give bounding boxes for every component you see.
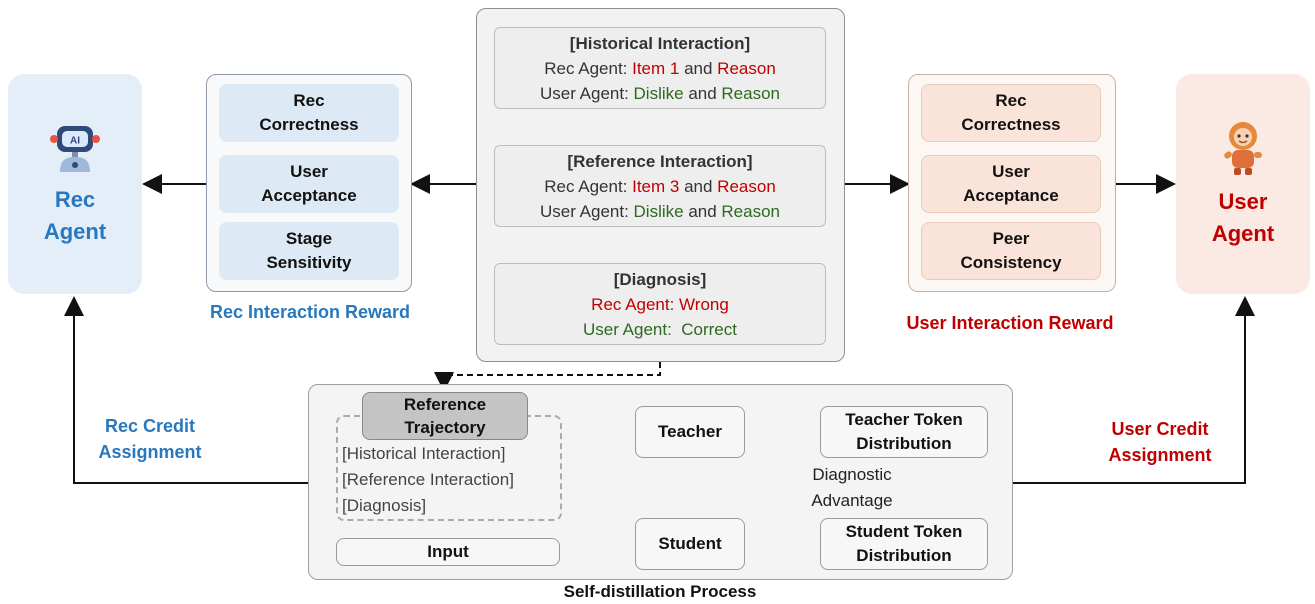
student-node: Student — [635, 518, 745, 570]
self-distillation-label: Self-distillation Process — [563, 582, 757, 601]
rec-reward-item-line: Acceptance — [261, 186, 357, 205]
teacher-dist-line-2: Distribution — [856, 434, 952, 453]
user-reward-item-line: Peer — [992, 229, 1030, 248]
reference-trajectory-header: Reference Trajectory — [362, 392, 528, 440]
robot-ai-icon: AI — [50, 126, 100, 172]
ref-item: [Historical Interaction] — [342, 444, 506, 463]
advantage-line-1: Diagnostic — [812, 465, 892, 484]
diagnosis-rec-line: Rec Agent: Wrong — [591, 295, 729, 314]
reference-user-line: User Agent: Dislike and Reason — [495, 199, 825, 224]
conjunction: and — [683, 84, 722, 103]
line-prefix: User Agent: — [539, 202, 634, 221]
user-reward-item-acceptance: User Acceptance — [921, 155, 1101, 213]
historical-user-line: User Agent: Dislike and Reason — [495, 81, 825, 106]
diagnosis-user-line: User Agent: Correct — [582, 320, 737, 339]
rec-item: Item 3 — [632, 177, 680, 196]
rec-reward-item-line: User — [290, 162, 328, 181]
user-reward-item-correctness: Rec Correctness — [921, 84, 1101, 142]
historical-rec-line: Rec Agent: Item 1 and Reason — [495, 56, 825, 81]
user-reason: Reason — [721, 84, 781, 103]
user-reward-item-line: Consistency — [960, 253, 1062, 272]
rec-reward-item-line: Sensitivity — [266, 253, 352, 272]
user-agent-card: User Agent — [1176, 74, 1310, 294]
student-dist-line-2: Distribution — [856, 546, 952, 565]
student-token-distribution: Student Token Distribution — [820, 518, 988, 570]
arrow-rec-credit — [64, 296, 308, 484]
rec-reason: Reason — [717, 59, 776, 78]
user-credit-line-2: Assignment — [1108, 445, 1212, 465]
user-agent-title-1: User — [1218, 189, 1268, 214]
conjunction: and — [679, 59, 718, 78]
user-feedback: Dislike — [633, 84, 684, 103]
historical-heading: [Historical Interaction] — [569, 34, 751, 53]
ref-item: [Reference Interaction] — [342, 470, 514, 489]
input-node: Input — [336, 538, 560, 566]
rec-credit-label: Rec Credit Assignment — [70, 413, 230, 465]
user-credit-label: User Credit Assignment — [1080, 416, 1240, 468]
rec-reward-item-acceptance: User Acceptance — [219, 155, 399, 213]
ref-item: [Diagnosis] — [342, 496, 427, 515]
line-prefix: Rec Agent: — [544, 59, 633, 78]
diagnosis-heading: [Diagnosis] — [613, 270, 707, 289]
user-reward-label: User Interaction Reward — [906, 313, 1114, 333]
user-reward-item-line: Acceptance — [963, 186, 1059, 205]
user-reward-item-line: Rec — [995, 91, 1027, 110]
astronaut-robot-icon — [1224, 122, 1262, 175]
rec-reason: Reason — [717, 177, 776, 196]
svg-text:AI: AI — [70, 136, 80, 147]
rec-agent-card: AI Rec Agent — [8, 74, 142, 294]
user-feedback: Dislike — [633, 202, 684, 221]
teacher-dist-line-1: Teacher Token — [845, 410, 963, 429]
diagnosis-box: [Diagnosis] Rec Agent: Wrong User Agent:… — [494, 263, 826, 345]
rec-credit-line-1: Rec Credit — [104, 416, 196, 436]
historical-interaction-box: [Historical Interaction] Rec Agent: Item… — [494, 27, 826, 109]
reference-trajectory-items: [Historical Interaction] [Reference Inte… — [342, 441, 564, 519]
user-reason: Reason — [721, 202, 781, 221]
reference-rec-line: Rec Agent: Item 3 and Reason — [495, 174, 825, 199]
rec-agent-title-1: Rec — [54, 187, 96, 212]
user-reward-item-line: User — [992, 162, 1030, 181]
conjunction: and — [683, 202, 722, 221]
rec-reward-item-line: Correctness — [259, 115, 359, 134]
user-agent-title-2: Agent — [1211, 221, 1275, 246]
rec-credit-line-2: Assignment — [98, 442, 202, 462]
rec-agent-title-2: Agent — [43, 219, 107, 244]
user-credit-line-1: User Credit — [1111, 419, 1209, 439]
line-prefix: User Agent: — [539, 84, 634, 103]
user-reward-item-consistency: Peer Consistency — [921, 222, 1101, 280]
ref-head-line-1: Reference — [403, 395, 487, 414]
arrow-user-credit — [1013, 296, 1255, 484]
rec-reward-item-correctness: Rec Correctness — [219, 84, 399, 142]
arrow-dashed-to-reference — [434, 362, 661, 392]
rec-reward-item-sensitivity: Stage Sensitivity — [219, 222, 399, 280]
rec-reward-label: Rec Interaction Reward — [209, 302, 411, 322]
teacher-node: Teacher — [635, 406, 745, 458]
teacher-token-distribution: Teacher Token Distribution — [820, 406, 988, 458]
user-reward-item-line: Correctness — [961, 115, 1061, 134]
rec-item: Item 1 — [632, 59, 680, 78]
advantage-line-2: Advantage — [811, 491, 893, 510]
reference-heading: [Reference Interaction] — [567, 152, 753, 171]
conjunction: and — [679, 177, 718, 196]
line-prefix: Rec Agent: — [544, 177, 633, 196]
diagnostic-advantage-label: Diagnostic Advantage — [800, 462, 904, 514]
student-dist-line-1: Student Token — [845, 522, 963, 541]
rec-reward-item-line: Stage — [285, 229, 333, 248]
reference-interaction-box: [Reference Interaction] Rec Agent: Item … — [494, 145, 826, 227]
ref-head-line-2: Trajectory — [404, 418, 486, 437]
rec-reward-item-line: Rec — [293, 91, 325, 110]
